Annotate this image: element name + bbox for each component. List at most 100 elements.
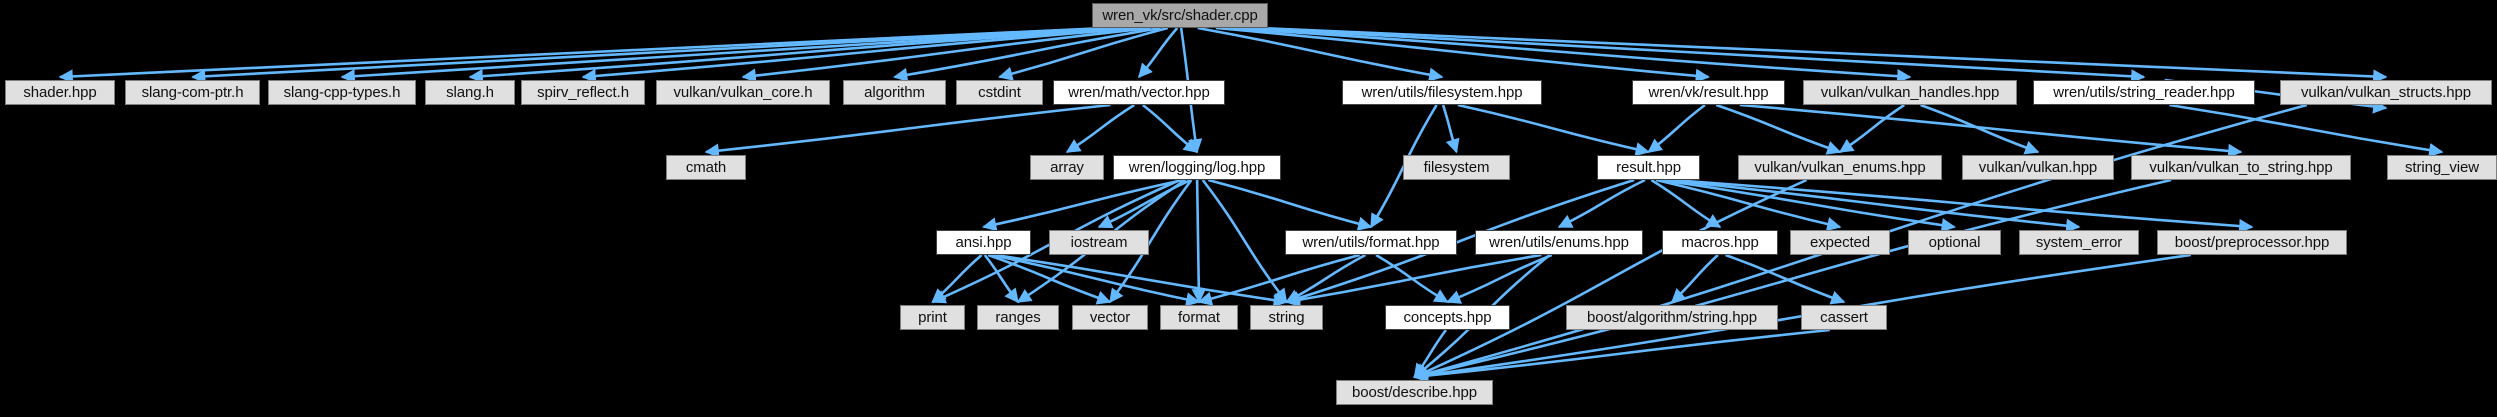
graph-node-label: vulkan/vulkan_core.h [673, 84, 813, 101]
graph-edge-root-to-vulkan_structs [1259, 26, 2388, 84]
graph-node-label: array [1050, 159, 1084, 176]
graph-node-slang_com_ptr[interactable]: slang-com-ptr.h [125, 80, 260, 105]
graph-node-vulkan_structs[interactable]: vulkan/vulkan_structs.hpp [2280, 80, 2492, 105]
graph-node-enums_hpp[interactable]: wren/utils/enums.hpp [1475, 230, 1643, 255]
graph-node-macros_hpp[interactable]: macros.hpp [1662, 230, 1778, 255]
graph-edge-cassert-to-boost_describe [1413, 328, 1830, 383]
graph-edge-root-to-vk_result_hpp [1215, 26, 1710, 83]
graph-node-label: format [1178, 309, 1220, 326]
graph-edge-result_hpp-to-macros_hpp [1650, 178, 1722, 229]
graph-node-label: ranges [995, 309, 1041, 326]
graph-node-root[interactable]: wren_vk/src/shader.cpp [1092, 3, 1268, 28]
graph-node-label: vulkan/vulkan_handles.hpp [1820, 84, 2000, 101]
graph-node-algorithm[interactable]: algorithm [843, 80, 946, 105]
graph-edge-root-to-spirv_reflect [581, 26, 1140, 84]
graph-node-filesystem[interactable]: filesystem [1403, 155, 1510, 180]
graph-edge-result_hpp-to-expected [1655, 178, 1842, 232]
graph-edge-root-to-shader_hpp [58, 26, 1105, 84]
graph-node-label: wren_vk/src/shader.cpp [1102, 7, 1258, 24]
graph-node-ansi_hpp[interactable]: ansi.hpp [936, 230, 1031, 255]
graph-node-vulkan_to_string[interactable]: vulkan/vulkan_to_string.hpp [2131, 155, 2351, 180]
graph-node-label: algorithm [864, 84, 925, 101]
graph-node-slang_cpp_types[interactable]: slang-cpp-types.h [268, 80, 416, 105]
graph-node-print[interactable]: print [900, 305, 965, 330]
graph-node-ranges[interactable]: ranges [977, 305, 1059, 330]
graph-node-label: wren/utils/filesystem.hpp [1361, 84, 1523, 101]
graph-node-label: slang-com-ptr.h [141, 84, 244, 101]
graph-node-label: concepts.hpp [1403, 309, 1492, 326]
graph-node-concepts_hpp[interactable]: concepts.hpp [1385, 305, 1510, 330]
graph-node-vk_result_hpp[interactable]: wren/vk/result.hpp [1632, 80, 1785, 105]
graph-node-shader_hpp[interactable]: shader.hpp [5, 80, 115, 105]
graph-node-vulkan_hpp[interactable]: vulkan/vulkan.hpp [1962, 155, 2114, 180]
graph-edge-root-to-cstdint [998, 26, 1169, 81]
graph-node-slang_h[interactable]: slang.h [425, 80, 515, 105]
graph-node-spirv_reflect[interactable]: spirv_reflect.h [521, 80, 645, 105]
graph-edge-vk_result_hpp-to-vulkan_to_string [1739, 103, 2243, 159]
graph-node-label: print [918, 309, 947, 326]
graph-edge-ansi_hpp-to-print [931, 254, 983, 303]
graph-node-filesystem_hpp[interactable]: wren/utils/filesystem.hpp [1342, 80, 1542, 105]
graph-node-cassert[interactable]: cassert [1801, 305, 1887, 330]
graph-node-label: wren/math/vector.hpp [1068, 84, 1210, 101]
graph-node-result_hpp[interactable]: result.hpp [1597, 155, 1700, 180]
graph-node-system_error[interactable]: system_error [2019, 230, 2139, 255]
graph-node-format[interactable]: format [1160, 305, 1238, 330]
graph-node-label: slang-cpp-types.h [283, 84, 401, 101]
graph-node-vector[interactable]: vector [1072, 305, 1148, 330]
graph-edge-string_reader_hpp-to-string_view [2169, 103, 2444, 158]
graph-node-string_view[interactable]: string_view [2387, 155, 2497, 180]
graph-node-label: wren/utils/string_reader.hpp [2053, 84, 2235, 101]
graph-edge-result_hpp-to-string [1285, 178, 1635, 305]
graph-node-vulkan_handles[interactable]: vulkan/vulkan_handles.hpp [1803, 80, 2017, 105]
graph-edge-enums_hpp-to-string [1285, 253, 1542, 307]
graph-node-vulkan_core[interactable]: vulkan/vulkan_core.h [656, 80, 830, 105]
graph-node-label: cstdint [978, 84, 1021, 101]
graph-edge-root-to-slang_com_ptr [191, 26, 1114, 84]
graph-node-boost_preprocessor[interactable]: boost/preprocessor.hpp [2157, 230, 2347, 255]
graph-edge-root-to-vulkan_core [741, 26, 1151, 83]
graph-edge-vulkan_handles-to-vulkan_hpp [1920, 103, 2040, 155]
graph-node-cmath[interactable]: cmath [666, 155, 746, 180]
graph-edge-vector_hpp-to-cmath [704, 103, 1111, 158]
graph-node-vulkan_enums[interactable]: vulkan/vulkan_enums.hpp [1738, 155, 1942, 180]
graph-edge-vector_hpp-to-array [1065, 103, 1135, 154]
graph-node-label: iostream [1070, 234, 1128, 251]
graph-edge-result_hpp-to-system_error [1665, 178, 2081, 233]
graph-edge-root-to-string_reader_hpp [1245, 26, 2146, 84]
graph-node-array[interactable]: array [1030, 155, 1104, 180]
graph-edge-root-to-algorithm [893, 26, 1161, 82]
graph-node-label: slang.h [446, 84, 494, 101]
graph-node-iostream[interactable]: iostream [1049, 230, 1149, 255]
graph-node-label: boost/preprocessor.hpp [2174, 234, 2330, 251]
graph-edge-log_hpp-to-format [1191, 179, 1206, 304]
graph-edge-vulkan_enums-to-boost_describe [1413, 178, 1808, 379]
graph-node-label: system_error [2035, 234, 2123, 251]
graph-edge-format_hpp-to-format [1197, 253, 1360, 306]
graph-edge-log_hpp-to-ansi_hpp [982, 178, 1184, 232]
graph-node-optional[interactable]: optional [1908, 230, 2001, 255]
graph-node-expected[interactable]: expected [1790, 230, 1890, 255]
graph-edge-enums_hpp-to-concepts_hpp [1446, 253, 1553, 304]
graph-node-boost_describe[interactable]: boost/describe.hpp [1336, 380, 1493, 405]
graph-node-vector_hpp[interactable]: wren/math/vector.hpp [1053, 80, 1225, 105]
graph-edge-ansi_hpp-to-ranges [983, 254, 1020, 304]
graph-edge-ansi_hpp-to-string [994, 253, 1288, 308]
graph-node-format_hpp[interactable]: wren/utils/format.hpp [1285, 230, 1457, 255]
graph-node-label: wren/logging/log.hpp [1128, 159, 1266, 176]
graph-edge-log_hpp-to-format_hpp [1207, 178, 1373, 231]
graph-edge-macros_hpp-to-boost_algorithm_string [1670, 254, 1719, 303]
graph-edge-root-to-vulkan_handles [1229, 26, 1912, 84]
graph-node-label: filesystem [1423, 159, 1490, 176]
graph-edge-ansi_hpp-to-vector [987, 253, 1112, 305]
graph-edge-root-to-filesystem_hpp [1197, 26, 1444, 82]
graph-node-log_hpp[interactable]: wren/logging/log.hpp [1113, 155, 1281, 180]
graph-edge-filesystem_hpp-to-result_hpp [1457, 103, 1650, 157]
graph-node-string[interactable]: string [1250, 305, 1323, 330]
graph-node-boost_algorithm_string[interactable]: boost/algorithm/string.hpp [1566, 305, 1778, 330]
graph-node-cstdint[interactable]: cstdint [956, 80, 1043, 105]
graph-node-label: vector [1089, 309, 1131, 326]
graph-node-string_reader_hpp[interactable]: wren/utils/string_reader.hpp [2033, 80, 2255, 105]
